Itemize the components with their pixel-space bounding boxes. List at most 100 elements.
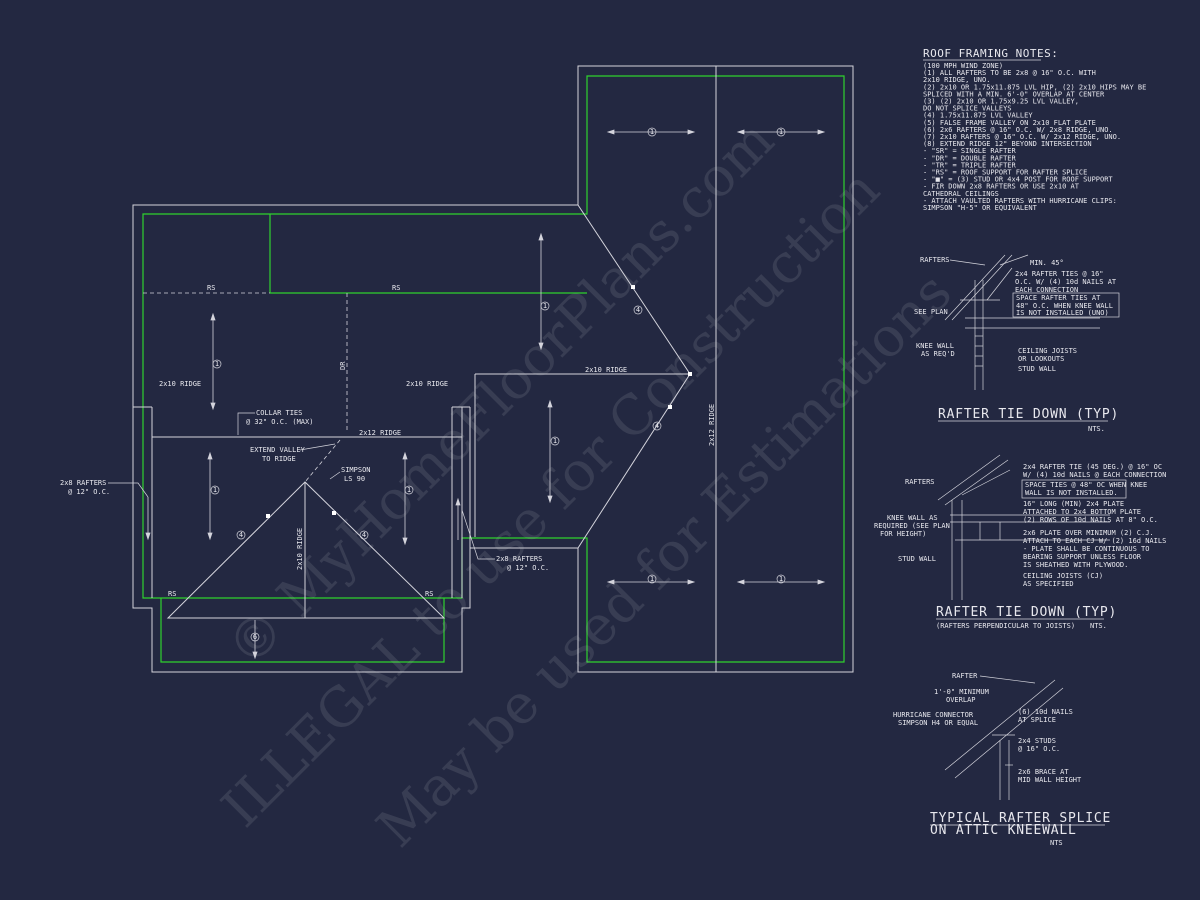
- wall-line: [142, 75, 845, 663]
- svg-text:1: 1: [553, 437, 557, 445]
- label: 2x6 BRACE AT: [1018, 768, 1069, 776]
- leader: [949, 259, 986, 266]
- ridge-label: 2x10 RIDGE: [296, 528, 304, 570]
- detail-subtitle: (RAFTERS PERPENDICULAR TO JOISTS): [936, 622, 1075, 630]
- watermark-text: © MyHomeFloorPlans.com: [215, 108, 786, 679]
- front-wall-line: [160, 598, 445, 663]
- rs-label: RS: [168, 590, 176, 598]
- label: CEILING JOISTS: [1018, 347, 1077, 355]
- note-line: (2) 2x10 OR 1.75x11.875 LVL HIP, (2) 2x1…: [923, 83, 1146, 91]
- ridge-label: 2x10 RIDGE: [585, 366, 627, 374]
- label: SPACE RAFTER TIES AT: [1016, 294, 1101, 302]
- label: RAFTER: [952, 672, 978, 680]
- label: ATTACHED TO 2x4 BOTTOM PLATE: [1023, 508, 1141, 516]
- note-line: (3) (2) 2x10 OR 1.75x9.25 LVL VALLEY,: [923, 98, 1079, 106]
- label: STUD WALL: [898, 555, 936, 563]
- note-line: CATHEDRAL CEILINGS: [923, 190, 999, 198]
- svg-text:1: 1: [543, 302, 547, 310]
- label: STUD WALL: [1018, 365, 1056, 373]
- label: BEARING SUPPORT UNLESS FLOOR: [1023, 553, 1142, 561]
- note-line: SPLICED WITH A MIN. 6'-0" OVERLAP AT CEN…: [923, 90, 1105, 98]
- note-line: (1) ALL RAFTERS TO BE 2x8 @ 16" O.C. WIT…: [923, 69, 1096, 77]
- extend-valley-label: EXTEND VALLEY: [250, 446, 306, 454]
- label: O.C. W/ (4) 10d NAILS AT: [1015, 278, 1117, 286]
- label: - PLATE SHALL BE CONTINUOUS TO: [1023, 545, 1149, 553]
- label: OVERLAP: [946, 696, 976, 704]
- leader: [299, 443, 336, 451]
- label: AS SPECIFIED: [1023, 580, 1074, 588]
- label: 2x6 PLATE OVER MINIMUM (2) C.J.: [1023, 529, 1154, 537]
- note-line: - "RS" = ROOF SUPPORT FOR RAFTER SPLICE: [923, 169, 1087, 177]
- detail-title: RAFTER TIE DOWN (TYP): [938, 407, 1119, 422]
- note-line: (100 MPH WIND ZONE): [923, 62, 1003, 70]
- svg-text:4: 4: [239, 531, 243, 539]
- label: 2x4 RAFTER TIE (45 DEG.) @ 16" OC: [1023, 463, 1162, 471]
- label: (6) 10d NAILS: [1018, 708, 1073, 716]
- label: EACH CONNECTION: [1015, 286, 1078, 294]
- svg-text:1: 1: [779, 575, 783, 583]
- detail-1-drawing: [944, 254, 1100, 390]
- note-line: 2x10 RIDGE, UNO.: [923, 76, 990, 84]
- label: SEE PLAN: [914, 308, 948, 316]
- rafter-arrows: [145, 129, 826, 660]
- rafter-tie-down-perpendicular-detail: RAFTERS 2x4 RAFTER TIE (45 DEG.) @ 16" O…: [874, 454, 1166, 630]
- note-line: (7) 2x10 RAFTERS @ 16" O.C. W/ 2x12 RIDG…: [923, 133, 1121, 141]
- label: MID WALL HEIGHT: [1018, 776, 1082, 784]
- note-line: DO NOT SPLICE VALLEYS: [923, 105, 1012, 113]
- detail-title: ON ATTIC KNEEWALL: [930, 823, 1077, 838]
- svg-text:1: 1: [650, 128, 654, 136]
- rafters-label: @ 12" O.C.: [507, 564, 549, 572]
- ridge-label: 2x10 RIDGE: [406, 380, 448, 388]
- dr-label: DR: [339, 361, 347, 370]
- extend-valley-label: TO RIDGE: [262, 455, 296, 463]
- svg-text:1: 1: [213, 486, 217, 494]
- note-line: (4) 1.75x11.875 LVL VALLEY: [923, 112, 1033, 120]
- leader: [461, 509, 495, 560]
- detail-title: RAFTER TIE DOWN (TYP): [936, 605, 1117, 620]
- label: ATTACH TO EACH CJ W/ (2) 16d NAILS: [1023, 537, 1166, 545]
- label: @ 16" O.C.: [1018, 745, 1060, 753]
- label: 48" O.C. WHEN KNEE WALL: [1016, 302, 1113, 310]
- svg-text:6: 6: [253, 633, 257, 641]
- label: IS NOT INSTALLED (UNO): [1016, 309, 1109, 317]
- svg-text:4: 4: [362, 531, 366, 539]
- label: RAFTERS: [905, 478, 935, 486]
- note-line: - "DR" = DOUBLE RAFTER: [923, 154, 1017, 162]
- label: HURRICANE CONNECTOR: [893, 711, 974, 719]
- nts-label: NTS: [1050, 839, 1063, 847]
- leader: [108, 482, 149, 498]
- roof-framing-plan: 1 1 1 1 1 1 1 1 1 4 4 4 4 6 RS RS DR 2x1…: [60, 65, 854, 673]
- simpson-label: SIMPSON: [341, 466, 371, 474]
- label: AT SPLICE: [1018, 716, 1056, 724]
- nts-label: NTS.: [1088, 425, 1105, 433]
- label: W/ (4) 10d NAILS @ EACH CONNECTION: [1023, 471, 1166, 479]
- nts-label: NTS.: [1090, 622, 1107, 630]
- label: CEILING JOISTS (CJ): [1023, 572, 1103, 580]
- note-line: - ATTACH VAULTED RAFTERS WITH HURRICANE …: [923, 197, 1117, 205]
- label: FOR HEIGHT): [880, 530, 926, 538]
- note-line: - "TR" = TRIPLE RAFTER: [923, 161, 1017, 169]
- label: SPACE TIES @ 48" OC WHEN KNEE: [1025, 481, 1147, 489]
- valley-extension: [304, 439, 341, 483]
- svg-text:1: 1: [779, 128, 783, 136]
- ridge-label: 2x10 RIDGE: [159, 380, 201, 388]
- rafters-label: @ 12" O.C.: [68, 488, 110, 496]
- note-line: SIMPSON "H-5" OR EQUIVALENT: [923, 204, 1038, 212]
- label: RAFTERS: [920, 256, 950, 264]
- detail-2-drawing: [937, 454, 1110, 600]
- note-tags: 1 1 1 1 1 1 1 1 1 4 4 4 4 6: [210, 127, 786, 642]
- svg-text:4: 4: [655, 422, 659, 430]
- ridge-label: 2x12 RIDGE: [359, 429, 401, 437]
- note-line: (8) EXTEND RIDGE 12" BEYOND INTERSECTION: [923, 140, 1092, 148]
- collar-ties-label: COLLAR TIES: [256, 409, 302, 417]
- watermark-text: ILLEGAL to use for Construction: [210, 157, 892, 839]
- note-line: - "■" = (3) STUD OR 4x4 POST FOR ROOF SU…: [923, 176, 1113, 184]
- watermark: © MyHomeFloorPlans.com ILLEGAL to use fo…: [210, 108, 964, 859]
- label: AS REQ'D: [921, 350, 955, 358]
- rafters-label: 2x8 RAFTERS: [496, 555, 542, 563]
- label: OR LOOKOUTS: [1018, 355, 1064, 363]
- svg-text:1: 1: [407, 486, 411, 494]
- post-markers: [266, 285, 692, 518]
- label: 2x4 RAFTER TIES @ 16": [1015, 270, 1104, 278]
